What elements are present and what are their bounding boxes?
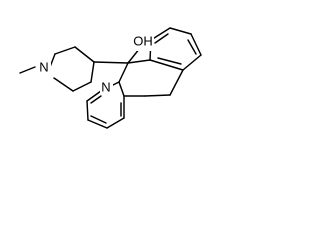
- pyridine-bond-7: [86, 90, 102, 102]
- piperidine-bond-6: [53, 77, 74, 92]
- ring-junction-bond: [93, 61, 129, 64]
- pyridine-n-mask: [100, 79, 113, 95]
- benzene-bond-3: [169, 27, 192, 35]
- benzene-bond-2: [150, 27, 171, 41]
- atom-label-masks: [38, 33, 154, 95]
- molecule-canvas: N OH N: [0, 0, 234, 147]
- atom-labels: N OH N: [39, 34, 152, 95]
- piperidine-bond-5: [72, 81, 92, 92]
- piperidine-n-mask: [38, 59, 51, 75]
- pyridine-nitrogen-label: N: [101, 80, 110, 95]
- benzene-bond-4: [190, 33, 202, 56]
- hydroxyl-mask: [131, 33, 154, 51]
- pyridine-bond-2: [118, 81, 125, 97]
- benzene-bond-5: [182, 54, 202, 71]
- benzene-bond-6: [149, 59, 184, 71]
- benzene-inner-double-2: [187, 39, 197, 55]
- bridge-bond-1: [169, 69, 184, 96]
- piperidine-bond-3: [74, 46, 95, 63]
- pyridine-inner-double-2: [90, 115, 107, 124]
- pyridine-bond-5: [87, 119, 108, 129]
- benzene-inner-double-1: [154, 33, 169, 44]
- central-to-benzene-bond: [127, 59, 151, 64]
- bond-lines: [19, 27, 202, 129]
- pyridine-inner-double-3: [90, 95, 102, 104]
- pyridine-bond-6: [86, 100, 89, 121]
- methyl-bond: [19, 66, 36, 74]
- piperidine-bond-2: [54, 46, 76, 55]
- piperidine-bond-4: [90, 61, 95, 83]
- bridge-bond-2: [144, 94, 171, 97]
- central-to-pyridine-bond: [118, 62, 129, 83]
- chemical-structure: N OH N: [19, 27, 202, 129]
- hydroxyl-label: OH: [133, 34, 153, 49]
- pyridine-bond-4: [106, 117, 125, 129]
- piperidine-nitrogen-label: N: [39, 60, 48, 75]
- benzene-inner-double-3: [157, 57, 182, 65]
